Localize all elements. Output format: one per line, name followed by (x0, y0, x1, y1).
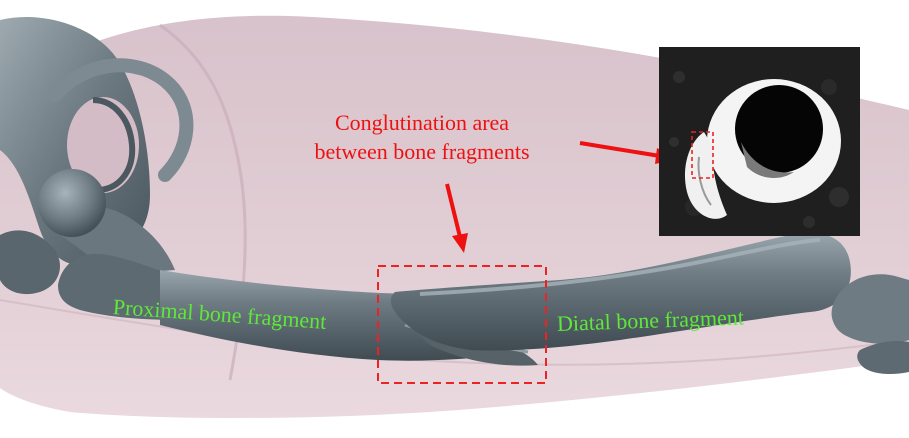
annotation-line-1: Conglutination area (272, 108, 572, 137)
ct-cross-section-inset (659, 47, 860, 236)
annotation-callout: Conglutination area between bone fragmen… (272, 108, 572, 166)
annotation-line-2: between bone fragments (272, 137, 572, 166)
femoral-head (38, 169, 106, 237)
